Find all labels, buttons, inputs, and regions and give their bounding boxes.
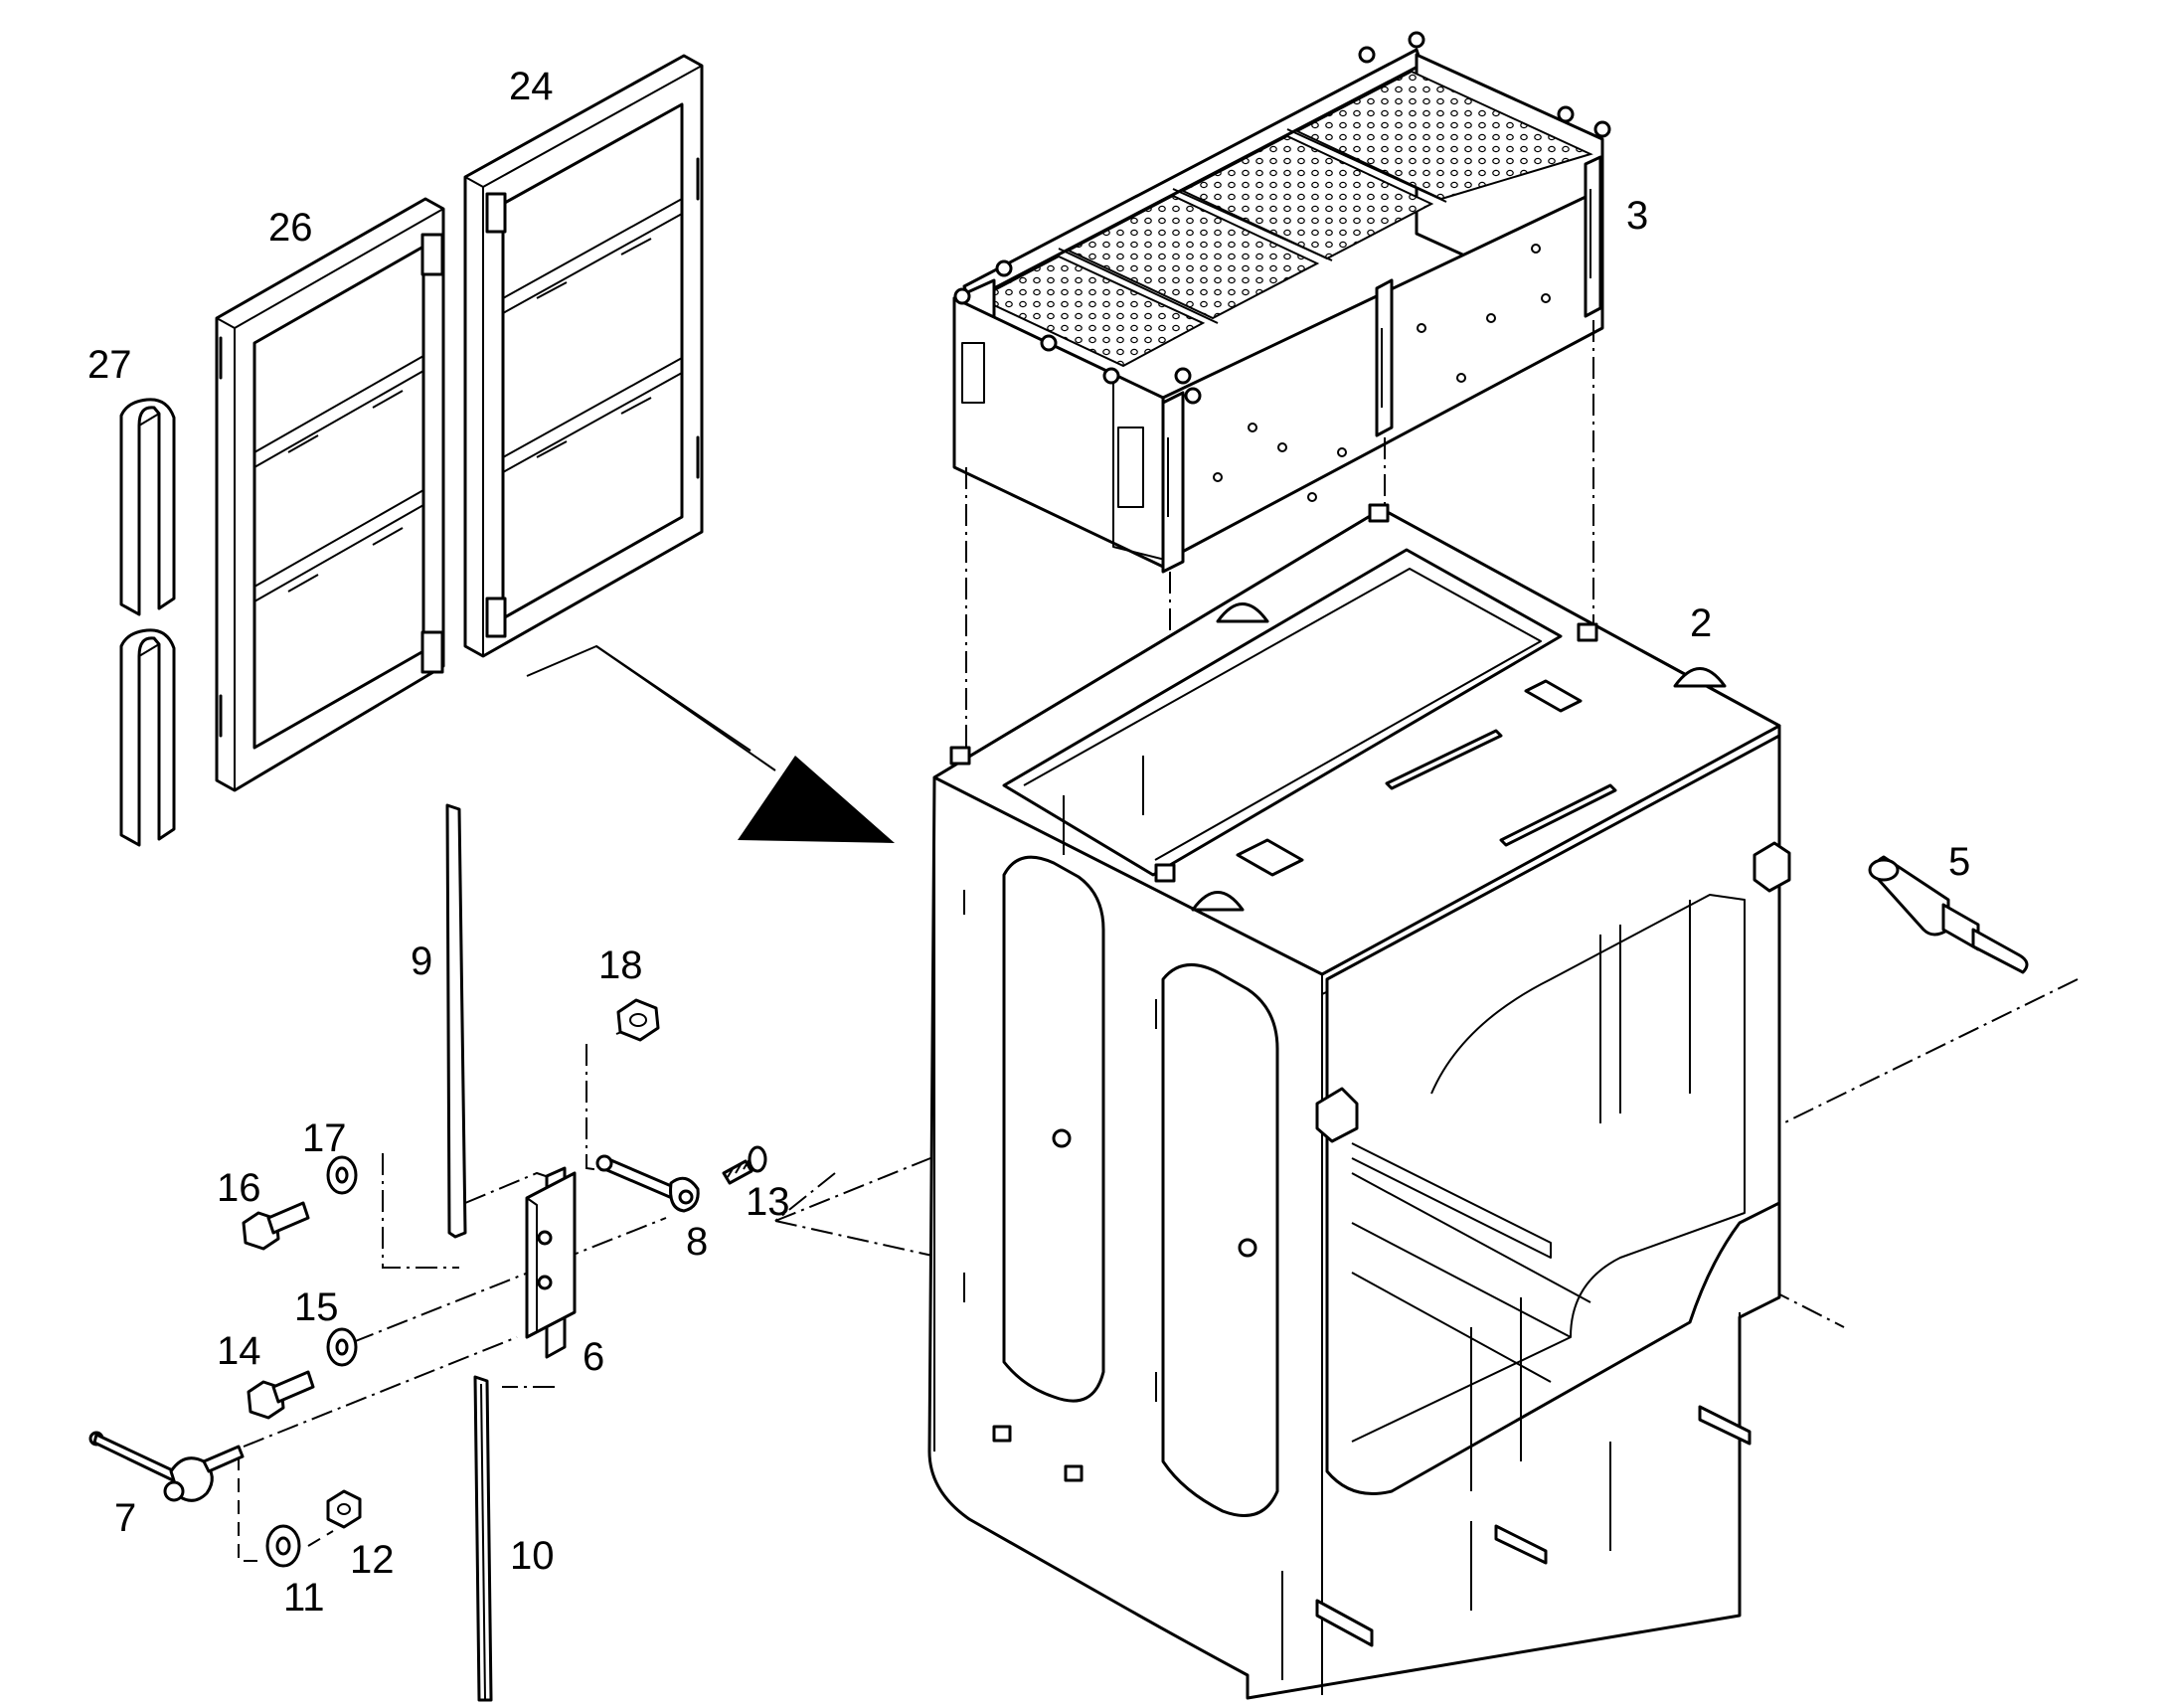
part-7-latch-pin (88, 1431, 245, 1502)
basket-lugs (953, 31, 1611, 405)
part-15-washer (326, 1327, 358, 1367)
callout-24: 24 (509, 65, 554, 108)
callout-26: 26 (268, 206, 313, 250)
part-10-strip (473, 1375, 493, 1702)
part-16-bolt (242, 1201, 310, 1251)
part-26-panel-frame (215, 197, 445, 792)
callout-7: 7 (114, 1496, 136, 1540)
callout-13: 13 (746, 1180, 790, 1224)
part-8-hinge-pin (595, 1154, 700, 1213)
callout-8: 8 (686, 1220, 708, 1264)
callout-6: 6 (583, 1335, 604, 1379)
part-11-washer (265, 1524, 301, 1568)
callout-27: 27 (87, 343, 132, 387)
callout-16: 16 (217, 1166, 261, 1210)
part-18-nut (616, 998, 660, 1042)
part-3-perforated-basket (952, 31, 1611, 574)
callout-18: 18 (598, 943, 643, 987)
callout-5: 5 (1948, 840, 1970, 884)
part-9-strip (445, 803, 467, 1239)
assembly-arrow (526, 645, 895, 843)
callout-11: 11 (283, 1576, 325, 1620)
part-27-edge-profiles (119, 398, 176, 847)
part-14-bolt (247, 1370, 315, 1420)
callout-9: 9 (411, 939, 432, 983)
callout-2: 2 (1690, 601, 1712, 645)
part-24-panel-frame (463, 54, 704, 658)
callout-10: 10 (510, 1534, 555, 1578)
basket-holes (1213, 244, 1551, 502)
callout-3: 3 (1626, 194, 1648, 238)
part-6-hinge-plate (525, 1166, 577, 1359)
callout-17: 17 (302, 1116, 347, 1160)
part-17-washer (326, 1155, 358, 1195)
callout-labels: 2 3 5 6 7 8 9 10 11 12 13 14 15 16 17 18… (87, 65, 1970, 1620)
callout-14: 14 (217, 1329, 261, 1373)
part-13-screw (722, 1145, 767, 1185)
part-12-nut (326, 1489, 362, 1529)
callout-12: 12 (350, 1538, 395, 1582)
part-5-pin (1868, 855, 2029, 974)
callout-15: 15 (294, 1285, 339, 1329)
part-2-cabinet-frame (927, 503, 1791, 1700)
